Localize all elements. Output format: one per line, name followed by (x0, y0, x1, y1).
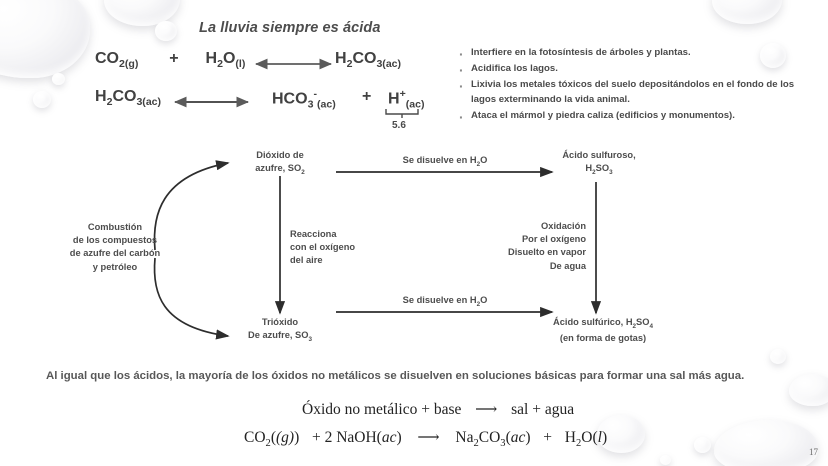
so3-line-1: Trióxido (261, 317, 299, 327)
oxidacion-line-3: Disuelto en vapor (507, 247, 586, 258)
word-equation-products: sal + agua (511, 401, 575, 418)
oxidacion-line-1: Oxidación (541, 221, 586, 231)
plus-sign-2: + (362, 88, 372, 105)
h2co3-formula-left: H2CO3(ac) (95, 88, 162, 109)
list-item: Interfiere en la fotosíntesis de árboles… (455, 44, 815, 65)
chem-h2o: H2O(l) (564, 429, 608, 450)
arrow-label-dissolve-bottom: Se disuelve en H2O (402, 295, 488, 308)
water-droplet-decoration (714, 420, 818, 466)
water-bubble-decoration (694, 437, 711, 453)
diagram-node-so2: Dióxido de azufre, SO2 (230, 149, 330, 178)
h2so4-line-2: (en forma de gotas) (559, 332, 647, 343)
h2co3-formula-right: H2CO3(ac) (335, 50, 402, 71)
diagram-node-h2so4: Ácido sulfúrico, H2SO4 (en forma de gota… (528, 316, 678, 345)
effects-list: Interfiere en la fotosíntesis de árboles… (455, 44, 815, 128)
page-title: La lluvia siempre es ácida (199, 20, 381, 36)
equilibrium-arrow-2 (173, 96, 250, 108)
reaction-arrow-icon: ⟶ (417, 429, 440, 446)
word-equation: Óxido no metálico + base ⟶ sal + agua (302, 400, 574, 419)
h2o-formula: H2O(l) (205, 50, 246, 71)
list-item: Lixivia los metales tóxicos del suelo de… (455, 76, 815, 107)
page-number: 17 (809, 447, 818, 457)
so2-line-2: azufre, SO2 (255, 163, 305, 177)
co2-formula: CO2(g) (95, 50, 139, 71)
reacciona-line-2: con el oxígeno (290, 242, 356, 253)
diagram-node-so3: Trióxido De azufre, SO3 (222, 316, 338, 345)
chemical-equation: CO2((g)) + 2 NaOH(ac) ⟶ Na2CO3(ac) + H2O… (244, 428, 607, 449)
combustion-line-2: de los compuestos (72, 235, 158, 246)
arrow-label-oxidacion: Oxidación Por el oxígeno Disuelto en vap… (440, 220, 586, 273)
combustion-line-4: y petróleo (92, 261, 138, 272)
diagram-node-combustion: Combustión de los compuestos de azufre d… (45, 221, 185, 274)
arrow-label-dissolve-top: Se disuelve en H2O (402, 155, 488, 168)
water-bubble-decoration (155, 21, 177, 41)
list-item: Ataca el mármol y piedra caliza (edifici… (455, 107, 815, 128)
equation-row-1: CO2(g) + H2O(l) (95, 50, 245, 70)
ph-value: 5.6 (392, 120, 406, 131)
arrow-label-reacciona: Reacciona con el oxígeno del aire (290, 228, 420, 268)
h2so3-line-2: H2SO3 (585, 163, 613, 177)
chem-naoh: + 2 NaOH(ac) (311, 429, 402, 446)
chem-na2co3: Na2CO3(ac) (455, 429, 531, 450)
list-item: Acidifica los lagos. (455, 60, 815, 81)
water-bubble-decoration (660, 455, 671, 465)
hco3-formula: HCO3-(ac) (272, 88, 336, 111)
ph-brace (385, 109, 419, 118)
reaction-arrow-icon: ⟶ (475, 401, 498, 418)
so3-line-2: De azufre, SO3 (248, 330, 312, 344)
chem-co2: CO2((g)) (244, 429, 300, 450)
water-bubble-decoration (52, 73, 65, 85)
water-droplet-decoration (104, 0, 180, 26)
plus-sign: + (169, 50, 179, 67)
reacciona-line-1: Reacciona (290, 229, 337, 239)
water-droplet-decoration (712, 0, 782, 24)
combustion-line-1: Combustión (87, 222, 143, 232)
water-bubble-decoration (33, 91, 51, 108)
equation-row-2: H2CO3(ac) (95, 88, 161, 108)
diagram-arrows (153, 160, 602, 340)
combustion-line-3: de azufre del carbón (69, 248, 161, 259)
oxidacion-line-2: Por el oxígeno (521, 234, 586, 245)
h2so4-line-1: Ácido sulfúrico, H2SO4 (552, 317, 653, 330)
closing-paragraph: Al igual que los ácidos, la mayoría de l… (46, 370, 745, 382)
acid-rain-flow-diagram: Combustión de los compuestos de azufre d… (0, 140, 828, 355)
water-droplet-decoration (0, 0, 90, 78)
so2-line-1: Dióxido de (256, 150, 304, 160)
word-equation-reactants: Óxido no metálico + base (302, 401, 462, 418)
equilibrium-arrow-1 (254, 58, 333, 70)
oxidacion-line-4: De agua (549, 260, 586, 271)
diagram-node-h2so3: Ácido sulfuroso, H2SO3 (540, 149, 658, 178)
water-droplet-decoration (789, 374, 828, 406)
hydrogen-ion-formula: H+(ac) (388, 88, 425, 111)
reacciona-line-3: del aire (290, 255, 323, 266)
h2so3-line-1: Ácido sulfuroso, (562, 150, 636, 160)
chem-plus: + (543, 429, 553, 446)
